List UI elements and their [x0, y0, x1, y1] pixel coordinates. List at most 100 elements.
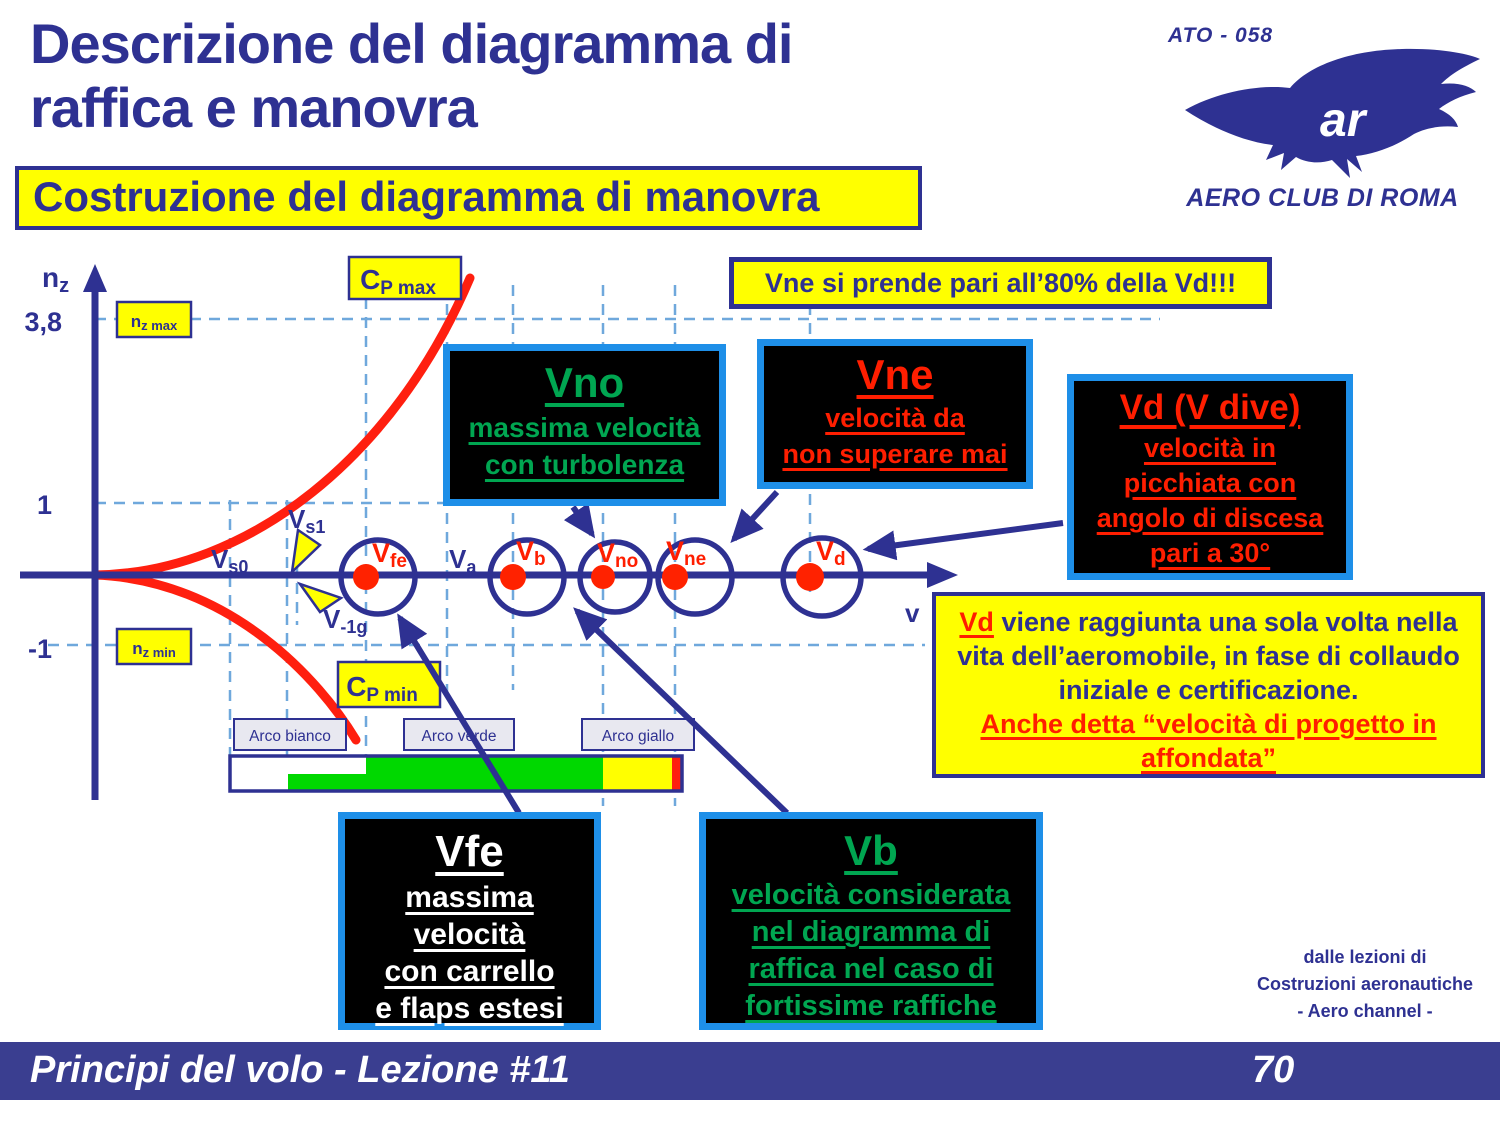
footer-bar: Principi del volo - Lezione #11 70 — [0, 1042, 1500, 1100]
vne-dot — [662, 564, 688, 590]
v-1g-flag-icon — [296, 581, 344, 614]
footer-page-number: 70 — [1252, 1049, 1295, 1091]
subtitle-banner-label: Costruzione del diagramma di manovra — [33, 173, 820, 220]
airspeed-arc-bar — [228, 754, 684, 793]
page-title: Descrizione del diagramma di raffica e m… — [30, 12, 793, 139]
vb-callout: Vb velocità considerata nel diagramma di… — [699, 812, 1043, 1030]
tick-1: 1 — [37, 490, 52, 520]
bar-yellow-arc — [603, 756, 672, 791]
cp-max-curve — [90, 273, 475, 580]
nz-max-box — [115, 300, 193, 339]
ato-code-label: ATO - 058 — [1168, 24, 1274, 47]
vs1-flag-icon — [290, 527, 322, 576]
tick-3-8: 3,8 — [24, 307, 62, 337]
vfe-circle — [338, 537, 418, 617]
credits-line: Costruzioni aeronautiche — [1256, 974, 1474, 994]
bar-green-arc — [288, 756, 603, 791]
vno-callout-line: massima velocità — [468, 412, 701, 443]
nz-min-box — [115, 627, 193, 666]
bar-red-line — [672, 756, 682, 791]
vne-point-label: Vne — [666, 536, 706, 570]
x-axis-label: v — [905, 598, 920, 628]
vne-callout-line: velocità da — [825, 403, 965, 433]
vno-arrow — [563, 502, 596, 539]
aeroclub-logo: ATO - 058 ar AERO CLUB DI ROMA — [1150, 12, 1495, 224]
vd-callout-line: picchiata con — [1123, 468, 1297, 498]
vb-callout-line: raffica nel caso di — [748, 953, 994, 985]
vb-point-label: Vb — [516, 536, 546, 570]
vs1-label: Vs1 — [288, 504, 325, 537]
arco-bianco-label: Arco bianco — [249, 728, 331, 745]
v-1g-label: V-1g — [323, 604, 367, 637]
eagle-logo-icon: ar — [1185, 48, 1480, 179]
credits-line: dalle lezioni di — [1303, 947, 1427, 967]
vfe-callout-title: Vfe — [435, 827, 504, 876]
vno-callout-title: Vno — [544, 359, 625, 406]
speed-dots — [353, 563, 824, 591]
arco-verde-box — [403, 718, 515, 751]
vb-circle — [487, 537, 567, 617]
vne-rule-note-text: Vne si prende pari all’80% della Vd!!! — [764, 268, 1237, 298]
vs0-label: Vs0 — [211, 544, 248, 577]
eagle-monogram: ar — [1320, 94, 1368, 147]
vno-circle — [577, 539, 653, 615]
credits: dalle lezioni di Costruzioni aeronautich… — [1230, 944, 1500, 1025]
vno-point-label: Vno — [597, 538, 638, 572]
vfe-callout-line: massima — [405, 881, 534, 914]
tick-neg-1: -1 — [28, 634, 52, 664]
vb-callout-line: velocità considerata — [731, 879, 1011, 911]
subtitle-banner: Costruzione del diagramma di manovra — [15, 166, 922, 230]
va-label: Va — [449, 544, 477, 577]
vb-arrow — [573, 607, 790, 816]
nz-max-flag: nz max — [115, 300, 193, 339]
callout-arrows — [397, 489, 1064, 816]
credits-line: - Aero channel - — [1297, 1001, 1433, 1021]
vd-circle — [780, 535, 864, 619]
vd-point-label: Vd — [816, 536, 846, 570]
vne-arrow — [730, 489, 780, 543]
cp-max-box — [347, 255, 463, 301]
aeroclub-name-label: AERO CLUB DI ROMA — [1186, 184, 1459, 212]
cp-max-label: CP max — [360, 264, 436, 299]
eagle-silhouette — [1185, 48, 1480, 179]
vfe-callout: Vfe massima velocità con carrello e flap… — [338, 812, 601, 1030]
vd-note-body: viene raggiunta una sola volta nella vit… — [957, 607, 1460, 705]
cp-max-flag: CP max — [347, 255, 463, 301]
vd-arrow — [862, 520, 1064, 561]
vd-note: Vd viene raggiunta una sola volta nella … — [932, 592, 1485, 778]
vfe-callout-line: velocità — [413, 918, 526, 951]
nz-min-label: nz min — [132, 639, 176, 660]
vfe-callout-line: con carrello — [384, 955, 555, 988]
nz-max-label: nz max — [131, 312, 178, 333]
vd-note-lead: Vd — [959, 607, 994, 637]
bar-border — [228, 754, 684, 793]
arco-verde-label: Arco verde — [422, 728, 497, 745]
vfe-callout-line: e flaps estesi — [375, 992, 564, 1025]
cp-min-flag: CP min — [336, 660, 442, 709]
cp-min-box — [336, 660, 442, 709]
footer-lesson-label: Principi del volo - Lezione #11 — [30, 1049, 570, 1091]
vb-callout-title: Vb — [844, 827, 898, 874]
vd-callout: Vd (V dive) velocità in picchiata con an… — [1067, 374, 1353, 580]
vno-callout: Vno massima velocità con turbolenza — [443, 344, 726, 506]
vne-callout: Vne velocità da non superare mai — [757, 339, 1033, 489]
arco-giallo-box — [581, 718, 695, 751]
y-axis-arrowhead-icon — [83, 264, 107, 292]
vd-callout-line: pari a 30° — [1149, 538, 1271, 568]
vfe-arrow — [397, 613, 522, 815]
vfe-dot — [353, 564, 379, 590]
vd-dot — [796, 563, 824, 591]
arco-giallo-label: Arco giallo — [602, 728, 674, 745]
vne-callout-line: non superare mai — [782, 439, 1008, 469]
vb-callout-line: fortissime raffiche — [745, 990, 997, 1022]
arco-bianco-box — [233, 718, 347, 751]
speed-markers — [338, 535, 864, 619]
x-axis-arrowhead-icon — [927, 562, 958, 588]
vne-rule-note: Vne si prende pari all’80% della Vd!!! — [729, 257, 1272, 309]
vd-note-tail: Anche detta “velocità di progetto in aff… — [980, 709, 1437, 773]
nz-min-flag: nz min — [115, 627, 193, 666]
vd-callout-title: Vd (V dive) — [1119, 388, 1301, 427]
vne-callout-title: Vne — [856, 351, 934, 398]
